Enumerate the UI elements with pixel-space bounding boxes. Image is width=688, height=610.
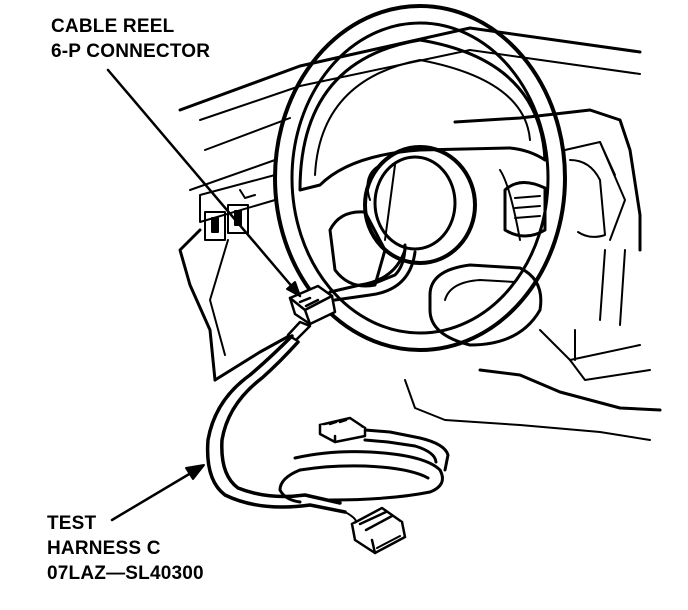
air-vent xyxy=(199,174,276,241)
right-vent xyxy=(503,159,606,238)
test-label: TEST xyxy=(47,513,97,534)
dashboard xyxy=(178,26,662,441)
steering-hub xyxy=(363,145,477,287)
connector-label: 6-P CONNECTOR xyxy=(51,41,211,62)
test-harness-callout: TEST HARNESS C 07LAZ—SL40300 xyxy=(47,511,204,586)
harness-plug-large xyxy=(350,506,407,555)
cable-reel-wire xyxy=(328,248,417,302)
cable-reel-label: CABLE REEL xyxy=(51,16,175,37)
harness-plug-small xyxy=(318,416,367,444)
six-pin-connector xyxy=(286,284,337,342)
steering-wheel xyxy=(273,4,567,352)
harness-label: HARNESS C xyxy=(47,538,161,559)
cable-reel-callout: CABLE REEL 6-P CONNECTOR xyxy=(51,14,210,64)
leader-line-cable-reel xyxy=(106,68,302,298)
part-number-label: 07LAZ—SL40300 xyxy=(47,563,204,584)
test-harness-wire xyxy=(205,334,450,526)
leader-line-test-harness xyxy=(110,464,205,522)
